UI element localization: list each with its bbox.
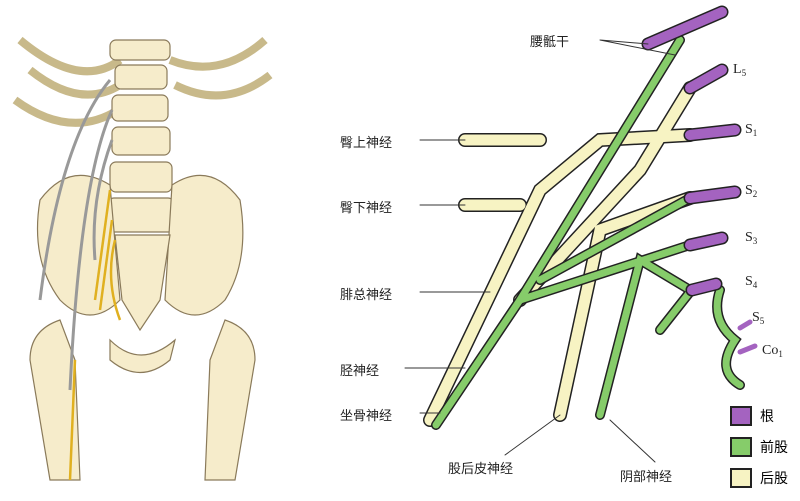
root-label-s2: S2 xyxy=(745,183,758,199)
legend-root: 根 xyxy=(730,406,774,426)
root-label-s1: S1 xyxy=(745,122,758,138)
legend-label: 后股 xyxy=(760,471,788,487)
sacral-plexus-yellow xyxy=(68,189,122,481)
legend-anterior-division: 前股 xyxy=(730,437,788,457)
root-label-l5: L5 xyxy=(733,62,747,78)
root-label-co1: Co1 xyxy=(762,343,783,359)
root-label-s4: S4 xyxy=(745,274,758,290)
leader-lines xyxy=(404,39,676,463)
label-tibial-nerve: 胫神经 xyxy=(340,364,380,379)
label-inferior-gluteal-nerve: 臀下神经 xyxy=(340,201,393,216)
legend-posterior-division: 后股 xyxy=(730,468,788,488)
legend-swatch-anterior xyxy=(730,437,752,457)
legend-swatch-posterior xyxy=(730,468,752,488)
label-superior-gluteal-nerve: 臀上神经 xyxy=(340,136,393,151)
label-pudendal-nerve: 阴部神经 xyxy=(620,470,673,485)
root-label-s5: S5 xyxy=(752,310,765,326)
legend-label: 前股 xyxy=(760,440,788,456)
legend-swatch-root xyxy=(730,406,752,426)
label-posterior-femoral-cutaneous-nerve: 股后皮神经 xyxy=(448,462,514,477)
left-nerves xyxy=(38,79,114,391)
label-sciatic-nerve: 坐骨神经 xyxy=(340,409,393,424)
label-common-peroneal-nerve: 腓总神经 xyxy=(340,288,393,303)
sacral-plexus-diagram xyxy=(404,5,758,463)
root-label-s3: S3 xyxy=(745,230,758,246)
pelvis-skeleton-illustration xyxy=(12,36,273,481)
legend-label: 根 xyxy=(760,409,774,425)
label-lumbosacral-trunk: 腰骶干 xyxy=(530,35,570,50)
